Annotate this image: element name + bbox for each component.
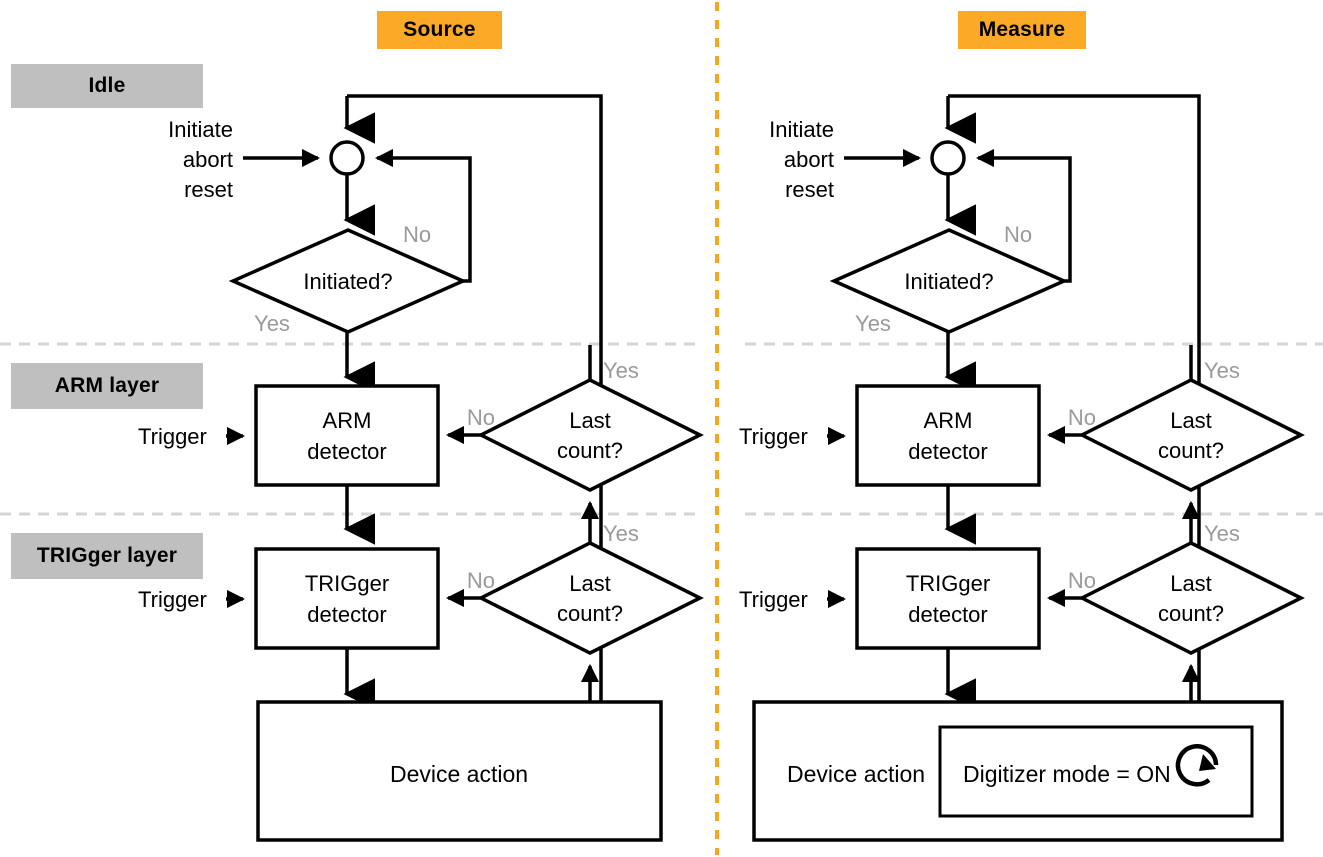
measure-arm-last-count-yes-label: Yes xyxy=(1204,358,1240,383)
source-initiated-no-label: No xyxy=(403,222,431,247)
source-trig-last-count-line1: Last xyxy=(569,571,611,596)
measure-trig-last-count-decision xyxy=(1078,541,1305,655)
measure-trig-last-count-no-label: No xyxy=(1068,568,1096,593)
measure-trig-detector xyxy=(855,547,1041,650)
source-arm-detector xyxy=(254,384,440,487)
measure-idle-input-line1: Initiate xyxy=(769,117,834,142)
source-arm-detector-line1: ARM xyxy=(323,408,372,433)
column-header-measure: Measure xyxy=(958,11,1086,49)
source-trig-last-count-decision xyxy=(477,541,704,655)
measure-trig-last-count-yes-label: Yes xyxy=(1204,521,1240,546)
measure-arm-detector-line2: detector xyxy=(908,439,988,464)
layer-badge-arm-label: ARM layer xyxy=(54,374,160,397)
source-device-action xyxy=(256,700,663,842)
layer-badge-idle: Idle xyxy=(11,64,203,108)
source-arm-last-count-no-label: No xyxy=(467,405,495,430)
source-arm-last-count-line1: Last xyxy=(569,408,611,433)
measure-device-return-path xyxy=(948,94,1201,702)
measure-idle-input-line2: abort xyxy=(784,147,834,172)
measure-trig-last-count-line1: Last xyxy=(1170,571,1212,596)
measure-trig-detector-line1: TRIGger xyxy=(906,571,990,596)
source-arm-last-count-line2: count? xyxy=(557,438,623,463)
source-trig-last-count-yes-label: Yes xyxy=(603,521,639,546)
source-junction-node xyxy=(329,140,365,176)
measure-initiated-no-label: No xyxy=(1004,222,1032,247)
source-idle-input-line3: reset xyxy=(184,177,233,202)
layer-badge-idle-label: Idle xyxy=(88,74,126,97)
measure-trig-detector-line2: detector xyxy=(908,602,988,627)
source-trig-last-count-no-label: No xyxy=(467,568,495,593)
source-device-action-label: Device action xyxy=(390,761,528,787)
measure-arm-last-count-decision xyxy=(1078,378,1305,492)
measure-column-group: Initiate abort reset Initiated? No Yes xyxy=(739,94,1305,842)
measure-arm-detector xyxy=(855,384,1041,487)
source-arm-detector-line2: detector xyxy=(307,439,387,464)
measure-arm-last-count-line2: count? xyxy=(1158,438,1224,463)
measure-trig-last-count-line2: count? xyxy=(1158,601,1224,626)
loop-arrow-icon xyxy=(1175,744,1219,787)
measure-idle-input-line3: reset xyxy=(785,177,834,202)
source-idle-input-line2: abort xyxy=(183,147,233,172)
layer-badge-trigger-label: TRIGger layer xyxy=(36,544,178,567)
measure-arm-detector-line1: ARM xyxy=(924,408,973,433)
source-trig-trigger-label: Trigger xyxy=(138,587,207,612)
column-header-measure-label: Measure xyxy=(978,18,1066,41)
measure-arm-trigger-label: Trigger xyxy=(739,424,808,449)
source-initiated-yes-label: Yes xyxy=(254,311,290,336)
source-device-return-path xyxy=(347,94,603,702)
measure-digitizer-mode-label: Digitizer mode = ON xyxy=(963,761,1171,787)
source-arm-last-count-yes-label: Yes xyxy=(603,358,639,383)
measure-junction-node xyxy=(930,140,966,176)
source-initiated-decision-label: Initiated? xyxy=(303,269,392,294)
column-header-source: Source xyxy=(377,11,502,49)
source-trig-detector xyxy=(254,547,440,650)
source-trig-last-count-line2: count? xyxy=(557,601,623,626)
measure-arm-last-count-no-label: No xyxy=(1068,405,1096,430)
source-idle-input-line1: Initiate xyxy=(168,117,233,142)
source-trig-detector-line1: TRIGger xyxy=(305,571,389,596)
source-trig-detector-line2: detector xyxy=(307,602,387,627)
measure-device-action-label: Device action xyxy=(787,761,925,787)
measure-initiated-decision-label: Initiated? xyxy=(904,269,993,294)
measure-arm-last-count-line1: Last xyxy=(1170,408,1212,433)
source-column-group: Initiate abort reset Initiated? No Yes xyxy=(138,94,704,842)
source-arm-last-count-decision xyxy=(477,378,704,492)
layer-badge-trigger: TRIGger layer xyxy=(11,533,203,579)
layer-badge-arm: ARM layer xyxy=(11,363,203,409)
measure-trig-trigger-label: Trigger xyxy=(739,587,808,612)
measure-digitizer-mode-box xyxy=(938,725,1254,818)
measure-initiated-yes-label: Yes xyxy=(855,311,891,336)
column-header-source-label: Source xyxy=(403,18,476,41)
source-arm-trigger-label: Trigger xyxy=(138,424,207,449)
